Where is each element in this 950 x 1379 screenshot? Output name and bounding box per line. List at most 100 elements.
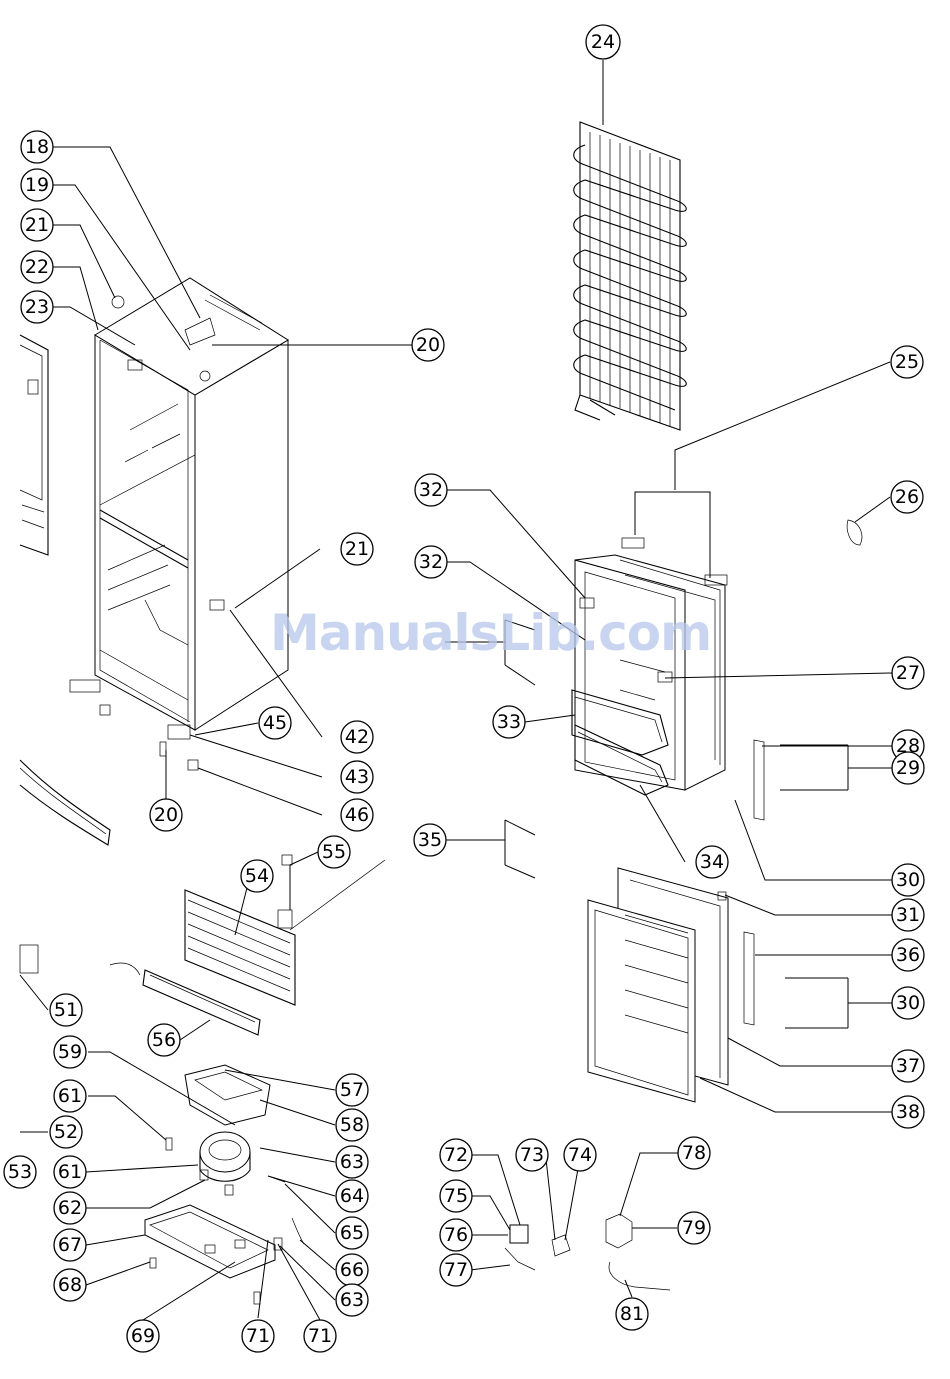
svg-text:20: 20 (416, 334, 440, 356)
svg-text:53: 53 (8, 1161, 32, 1183)
svg-text:21: 21 (345, 538, 369, 560)
svg-text:68: 68 (58, 1274, 82, 1296)
freezer-door (588, 868, 754, 1102)
callout-22: 22 (21, 251, 53, 283)
callout-23: 23 (21, 291, 53, 323)
callout-21: 21 (21, 209, 53, 241)
svg-text:67: 67 (58, 1234, 82, 1256)
svg-text:57: 57 (340, 1079, 364, 1101)
svg-text:22: 22 (25, 256, 49, 278)
svg-text:63: 63 (340, 1151, 364, 1173)
svg-text:64: 64 (340, 1185, 364, 1207)
callout-38: 38 (892, 1096, 924, 1128)
svg-text:24: 24 (591, 31, 615, 53)
callout-57: 57 (336, 1074, 368, 1106)
svg-text:78: 78 (682, 1142, 706, 1164)
callout-29: 29 (892, 752, 924, 784)
callout-68: 68 (54, 1269, 86, 1301)
callout-33: 33 (493, 706, 525, 738)
callout-62: 62 (54, 1192, 86, 1224)
callout-53: 53 (4, 1156, 36, 1188)
refrigerator-cabinet (70, 278, 288, 770)
svg-text:58: 58 (340, 1114, 364, 1136)
svg-text:56: 56 (152, 1029, 176, 1051)
callout-64: 64 (336, 1180, 368, 1212)
callout-61: 61 (54, 1156, 86, 1188)
callout-51: 51 (50, 994, 82, 1026)
svg-text:30: 30 (896, 992, 920, 1014)
callout-79: 79 (678, 1212, 710, 1244)
callout-56: 56 (148, 1024, 180, 1056)
callout-76: 76 (440, 1219, 472, 1251)
svg-text:61: 61 (58, 1085, 82, 1107)
callout-18: 18 (21, 131, 53, 163)
svg-text:62: 62 (58, 1197, 82, 1219)
callout-27: 27 (892, 657, 924, 689)
svg-text:37: 37 (896, 1055, 920, 1077)
callout-30: 30 (892, 864, 924, 896)
callout-63: 63 (336, 1146, 368, 1178)
callout-72: 72 (440, 1139, 472, 1171)
callout-66: 66 (336, 1254, 368, 1286)
svg-text:31: 31 (896, 904, 920, 926)
svg-text:54: 54 (245, 865, 269, 887)
callout-71: 71 (304, 1320, 336, 1352)
svg-text:19: 19 (25, 174, 49, 196)
callout-65: 65 (336, 1217, 368, 1249)
callout-42: 42 (341, 721, 373, 753)
svg-text:45: 45 (263, 712, 287, 734)
svg-text:43: 43 (345, 766, 369, 788)
svg-text:36: 36 (896, 944, 920, 966)
svg-text:29: 29 (896, 757, 920, 779)
callout-45: 45 (259, 707, 291, 739)
svg-text:55: 55 (322, 841, 346, 863)
svg-text:66: 66 (340, 1259, 364, 1281)
callout-52: 52 (50, 1116, 82, 1148)
callout-25: 25 (891, 346, 923, 378)
callout-81: 81 (616, 1298, 648, 1330)
svg-text:76: 76 (444, 1224, 468, 1246)
callout-75: 75 (440, 1180, 472, 1212)
svg-text:26: 26 (895, 486, 919, 508)
svg-text:75: 75 (444, 1185, 468, 1207)
callout-36: 36 (892, 939, 924, 971)
svg-text:33: 33 (497, 711, 521, 733)
svg-text:73: 73 (520, 1144, 544, 1166)
svg-text:18: 18 (25, 136, 49, 158)
svg-text:51: 51 (54, 999, 78, 1021)
svg-text:46: 46 (345, 804, 369, 826)
svg-text:63: 63 (340, 1289, 364, 1311)
callout-46: 46 (341, 799, 373, 831)
callout-54: 54 (241, 860, 273, 892)
callout-20: 20 (150, 799, 182, 831)
svg-text:77: 77 (444, 1259, 468, 1281)
callout-34: 34 (696, 846, 728, 878)
svg-text:38: 38 (896, 1101, 920, 1123)
callout-67: 67 (54, 1229, 86, 1261)
callout-31: 31 (892, 899, 924, 931)
svg-text:35: 35 (418, 829, 442, 851)
svg-text:25: 25 (895, 351, 919, 373)
svg-text:23: 23 (25, 296, 49, 318)
svg-text:69: 69 (131, 1325, 155, 1347)
callout-21: 21 (341, 533, 373, 565)
callout-78: 78 (678, 1137, 710, 1169)
callout-73: 73 (516, 1139, 548, 1171)
callout-24: 24 (586, 25, 620, 59)
svg-text:71: 71 (246, 1325, 270, 1347)
fridge-door (572, 520, 862, 820)
callout-59: 59 (54, 1036, 86, 1068)
callout-61: 61 (54, 1080, 86, 1112)
svg-text:72: 72 (444, 1144, 468, 1166)
electrical-components (505, 1214, 670, 1290)
callout-32: 32 (415, 546, 447, 578)
svg-text:32: 32 (419, 479, 443, 501)
svg-text:61: 61 (58, 1161, 82, 1183)
callout-58: 58 (336, 1109, 368, 1141)
callout-35: 35 (414, 824, 446, 856)
callout-71: 71 (242, 1320, 274, 1352)
svg-text:27: 27 (896, 662, 920, 684)
svg-text:71: 71 (308, 1325, 332, 1347)
svg-text:20: 20 (154, 804, 178, 826)
